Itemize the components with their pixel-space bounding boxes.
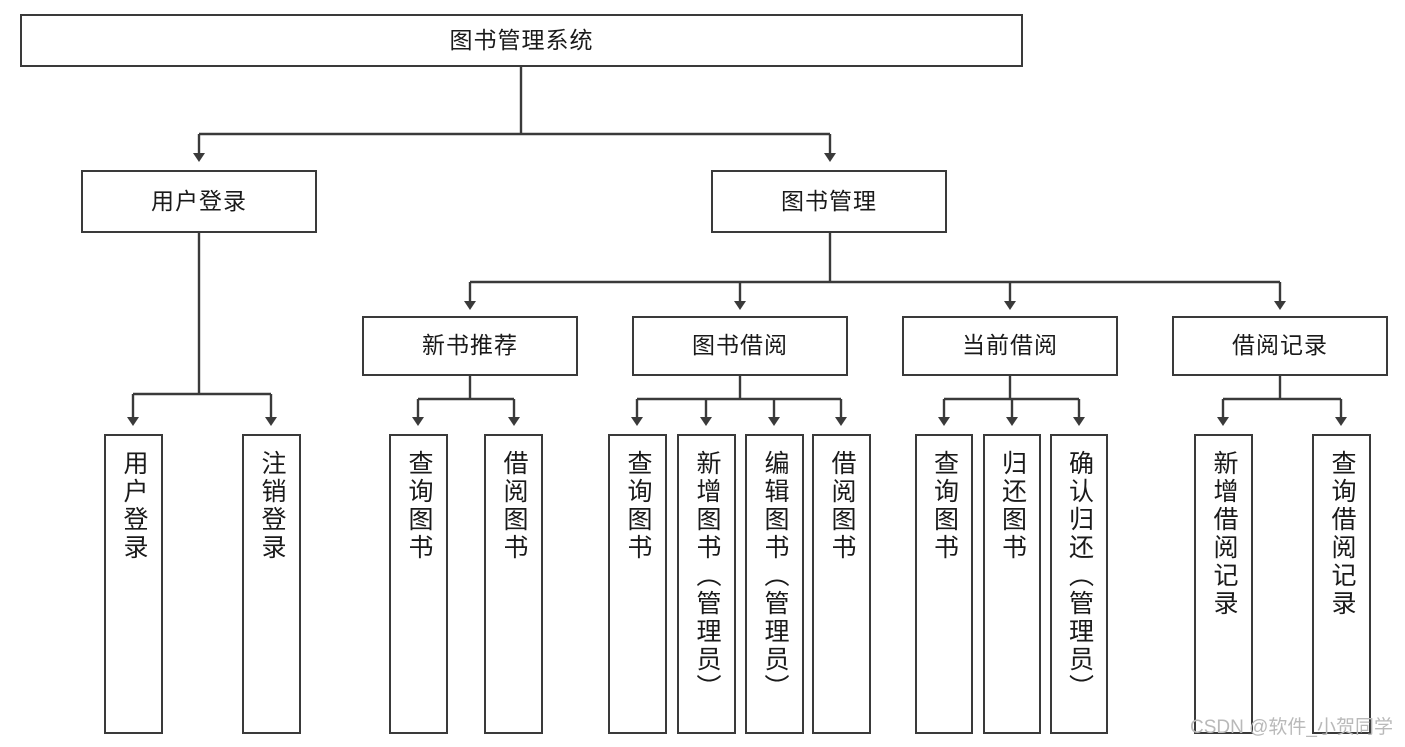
leaf-label: 用户登录	[120, 450, 148, 562]
leaf-label: 新增借阅记录	[1210, 450, 1238, 618]
node-book-management-label: 图书管理	[781, 187, 877, 214]
leaf-label: 借阅图书	[500, 450, 528, 562]
leaf-book-borrow-query[interactable]: 查询图书	[608, 434, 667, 734]
leaf-label: 注销登录	[258, 450, 286, 562]
leaf-new-book-borrow[interactable]: 借阅图书	[484, 434, 543, 734]
leaf-label: 新增图书（管理员）	[693, 450, 721, 702]
leaf-book-borrow-borrow[interactable]: 借阅图书	[812, 434, 871, 734]
leaf-book-borrow-add[interactable]: 新增图书（管理员）	[677, 434, 736, 734]
node-root[interactable]: 图书管理系统	[20, 14, 1023, 67]
node-borrow-record-label: 借阅记录	[1232, 332, 1328, 359]
leaf-label: 查询图书	[930, 450, 959, 562]
leaf-user-login-login[interactable]: 用户登录	[104, 434, 163, 734]
leaf-label: 归还图书	[998, 450, 1027, 562]
node-book-management[interactable]: 图书管理	[711, 170, 947, 233]
leaf-current-borrow-confirm[interactable]: 确认归还（管理员）	[1050, 434, 1108, 734]
leaf-new-book-query[interactable]: 查询图书	[389, 434, 448, 734]
node-borrow-record[interactable]: 借阅记录	[1172, 316, 1388, 376]
node-root-label: 图书管理系统	[449, 26, 594, 53]
node-new-book-recommend[interactable]: 新书推荐	[362, 316, 578, 376]
leaf-borrow-record-query[interactable]: 查询借阅记录	[1312, 434, 1371, 734]
leaf-book-borrow-edit[interactable]: 编辑图书（管理员）	[745, 434, 804, 734]
node-user-login-label: 用户登录	[151, 187, 247, 214]
leaf-label: 借阅图书	[828, 450, 856, 562]
node-new-book-recommend-label: 新书推荐	[422, 332, 518, 359]
leaf-current-borrow-query[interactable]: 查询图书	[915, 434, 973, 734]
leaf-current-borrow-return[interactable]: 归还图书	[983, 434, 1041, 734]
node-current-borrow-label: 当前借阅	[962, 332, 1058, 359]
leaf-label: 确认归还（管理员）	[1065, 450, 1094, 702]
leaf-user-login-logout[interactable]: 注销登录	[242, 434, 301, 734]
node-book-borrow-label: 图书借阅	[692, 332, 788, 359]
leaf-borrow-record-add[interactable]: 新增借阅记录	[1194, 434, 1253, 734]
node-user-login[interactable]: 用户登录	[81, 170, 317, 233]
node-book-borrow[interactable]: 图书借阅	[632, 316, 848, 376]
leaf-label: 查询借阅记录	[1328, 450, 1356, 618]
leaf-label: 编辑图书（管理员）	[761, 450, 789, 702]
leaf-label: 查询图书	[405, 450, 433, 562]
leaf-label: 查询图书	[624, 450, 652, 562]
node-current-borrow[interactable]: 当前借阅	[902, 316, 1118, 376]
